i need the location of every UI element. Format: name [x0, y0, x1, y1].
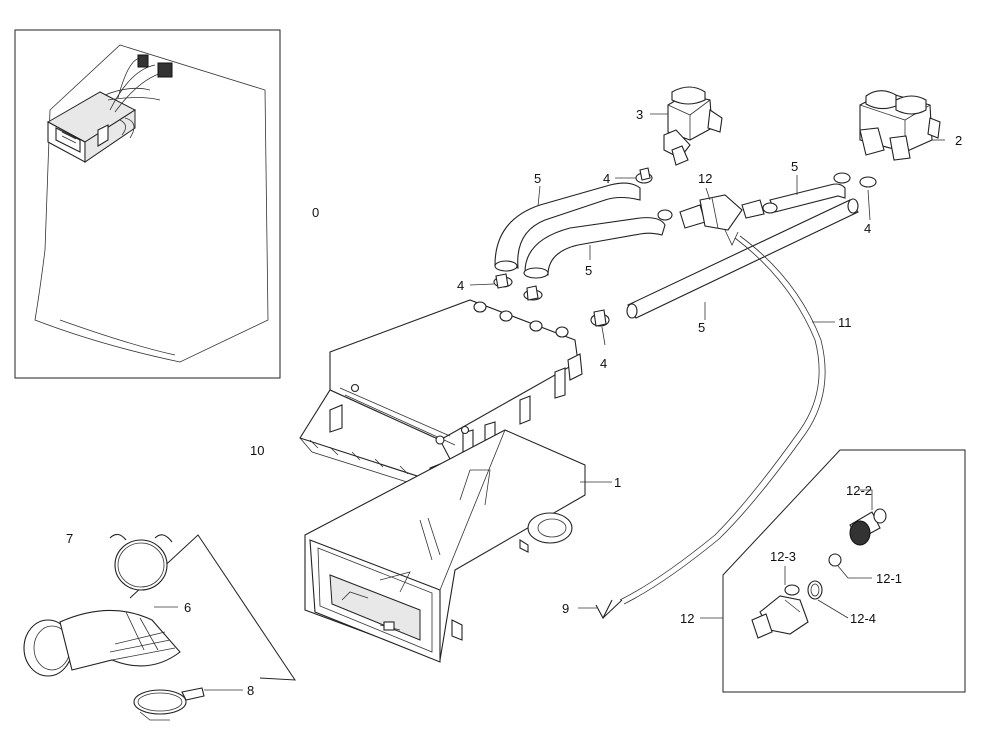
- hose-5-left: [494, 182, 641, 272]
- callout-4-bottom: 4: [600, 356, 607, 371]
- callout-11: 11: [838, 315, 852, 330]
- callout-12-4: 12-4: [850, 611, 876, 626]
- callout-9: 9: [562, 601, 569, 616]
- callout-5-lower-left: 5: [585, 263, 592, 278]
- control-board-assembly: [46, 54, 173, 163]
- leader-lines: [154, 113, 945, 691]
- callout-5-upper-left: 5: [534, 171, 541, 186]
- water-valve-2: [859, 90, 941, 161]
- callout-4-right: 4: [864, 221, 871, 236]
- callout-labels: 0 1 2 3 4 4 4 4 5 5 5 5 6 7 8 9 10 11 12…: [66, 107, 962, 698]
- callout-12-top: 12: [698, 171, 712, 186]
- inset-panel-0: [14, 29, 281, 379]
- housing-inlet-ports: [473, 301, 569, 338]
- inset-panel-12: [722, 449, 966, 693]
- callout-2: 2: [955, 133, 962, 148]
- clamp-8: [133, 687, 205, 721]
- callout-4-top: 4: [603, 171, 610, 186]
- callout-5-long: 5: [698, 320, 705, 335]
- hose-5-right: [769, 183, 846, 213]
- connector-assembly-12: [679, 194, 765, 246]
- ring-7: [109, 533, 173, 591]
- callout-4-left: 4: [457, 278, 464, 293]
- bellows-6: [23, 609, 181, 677]
- hose-5-long: [626, 198, 859, 319]
- callout-6: 6: [184, 600, 191, 615]
- part-12-4-ring: [807, 580, 823, 600]
- callout-1: 1: [614, 475, 621, 490]
- callout-12-panel: 12: [680, 611, 694, 626]
- hose-5-middle: [523, 217, 666, 279]
- dispenser-cover-10: [299, 299, 583, 495]
- callout-8: 8: [247, 683, 254, 698]
- part-12-2-cap: [849, 508, 887, 546]
- part-12-1-ball: [828, 553, 842, 567]
- callout-12-1: 12-1: [876, 571, 902, 586]
- water-valve-3: [663, 86, 723, 166]
- callout-7: 7: [66, 531, 73, 546]
- part-12-3-body: [751, 584, 809, 639]
- tube-11: [619, 235, 826, 605]
- callout-5-right: 5: [791, 159, 798, 174]
- hose-clamps-4: [493, 167, 877, 327]
- dispenser-housing-1: [304, 429, 586, 663]
- callout-0: 0: [312, 205, 319, 220]
- callout-3: 3: [636, 107, 643, 122]
- callout-10: 10: [250, 443, 264, 458]
- callout-12-2: 12-2: [846, 483, 872, 498]
- clip-9: [595, 599, 623, 620]
- callout-12-3: 12-3: [770, 549, 796, 564]
